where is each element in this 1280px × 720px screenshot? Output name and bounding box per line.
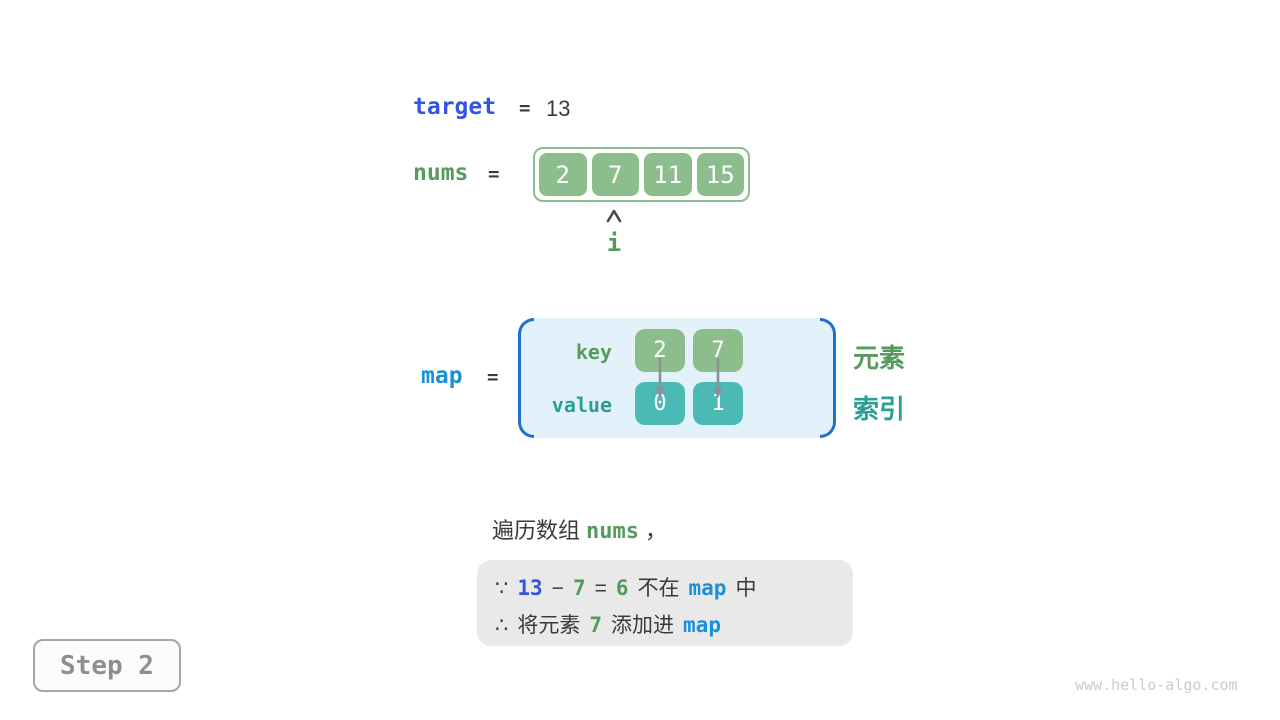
key-value-arrow-icon [655, 358, 665, 398]
note-line-2: ∴ 将元素 7 添加进 map [495, 607, 853, 644]
caption-text: 遍历数组 [492, 518, 581, 543]
note-line-1: ∵ 13−7 = 6 不在 map 中 [495, 570, 853, 607]
pointer-label: i [606, 229, 622, 257]
not-in-text: 不在 [637, 577, 680, 600]
step-label: Step 2 [60, 650, 154, 681]
difference: 6 [615, 576, 629, 600]
array-cell: 11 [644, 153, 692, 196]
map-value-cell: 1 [693, 382, 743, 425]
map-code: map [688, 576, 727, 600]
add-element-text: 将元素 [517, 614, 581, 637]
minuend: 13 [517, 576, 543, 600]
nums-equals-sign: = [488, 163, 500, 185]
equals-sign: = [594, 577, 607, 600]
map-label: map [421, 363, 463, 389]
nums-array: 2 7 11 15 [533, 147, 750, 202]
value-row-label: value [551, 393, 612, 417]
right-bracket [820, 318, 836, 438]
left-bracket [518, 318, 534, 438]
element-side-label: 元素 [853, 343, 906, 373]
target-label: target [413, 94, 497, 120]
array-cell: 7 [591, 153, 639, 196]
target-equals-sign: = [519, 97, 531, 119]
watermark: www.hello-algo.com [1075, 676, 1238, 694]
step-badge: Step 2 [33, 639, 181, 692]
key-row-label: key [575, 340, 612, 364]
map-container: key value 2 7 0 1 [518, 318, 836, 438]
add-into-text: 添加进 [611, 614, 675, 637]
map-equals-sign: = [487, 366, 499, 388]
in-suffix-text: 中 [735, 577, 757, 600]
index-side-label: 索引 [853, 394, 906, 424]
array-cell: 15 [696, 153, 744, 196]
target-value: 13 [546, 96, 571, 121]
array-cell: 2 [539, 153, 587, 196]
minus-sign: − [551, 577, 564, 600]
key-value-arrow-icon [713, 358, 723, 398]
nums-label: nums [413, 160, 469, 186]
caption-code: nums [586, 519, 639, 544]
subtrahend: 7 [572, 576, 586, 600]
map-value-cell: 0 [635, 382, 685, 425]
therefore-symbol: ∴ [495, 614, 509, 637]
caption-comma: ， [645, 518, 668, 543]
map-code: map [683, 613, 721, 637]
added-number: 7 [589, 613, 603, 637]
pointer-caret-icon [606, 209, 622, 223]
because-symbol: ∵ [495, 577, 509, 600]
